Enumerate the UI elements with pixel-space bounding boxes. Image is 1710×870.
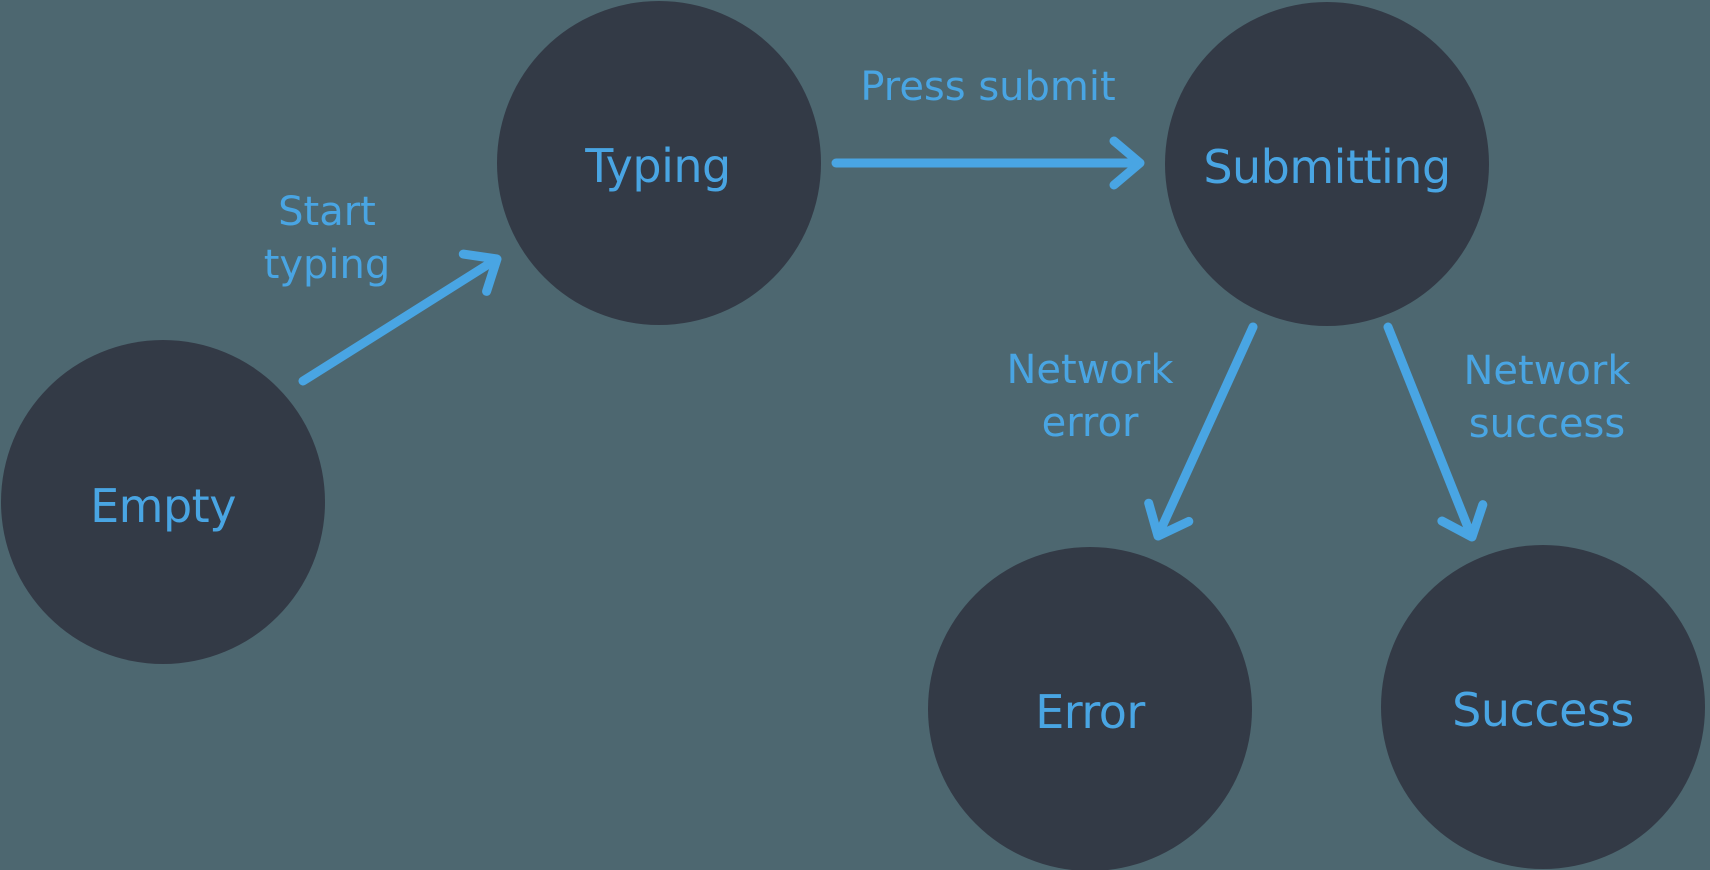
start-typing-arrow-line: [298, 257, 497, 386]
state-empty-circle: [1, 340, 325, 664]
network-success-arrowhead-icon: [1437, 500, 1488, 542]
state-typing: Typing: [497, 1, 821, 325]
network-success-arrow-line: [1383, 322, 1474, 535]
state-submitting-label: Submitting: [1203, 140, 1450, 194]
transition-network-success: Network success: [1383, 322, 1631, 542]
state-empty-label: Empty: [90, 479, 236, 533]
state-submitting-circle: [1165, 2, 1489, 326]
network-error-label-line2: error: [1042, 400, 1139, 446]
state-typing-label: Typing: [584, 139, 731, 193]
state-error-label: Error: [1035, 685, 1145, 739]
state-success: Success: [1381, 545, 1705, 869]
state-typing-circle: [497, 1, 821, 325]
transition-start-typing: Start typing: [264, 189, 502, 386]
network-error-label-line1: Network: [1006, 347, 1174, 393]
network-error-arrow-line: [1156, 322, 1258, 534]
network-success-label-line1: Network: [1463, 348, 1631, 394]
network-success-label-line2: success: [1469, 401, 1625, 447]
transition-network-error: Network error: [1006, 322, 1258, 541]
start-typing-label-line2: typing: [264, 242, 391, 288]
press-submit-arrowhead-icon: [1109, 136, 1145, 190]
state-error-circle: [928, 547, 1252, 870]
state-submitting: Submitting: [1165, 2, 1489, 326]
state-success-circle: [1381, 545, 1705, 869]
state-error: Error: [928, 547, 1252, 870]
network-error-arrowhead-icon: [1144, 498, 1194, 541]
state-empty: Empty: [1, 340, 325, 664]
start-typing-label-line1: Start: [278, 189, 376, 235]
state-success-label: Success: [1452, 683, 1634, 737]
start-typing-arrowhead-icon: [458, 249, 502, 296]
transition-press-submit: Press submit: [831, 64, 1145, 190]
press-submit-label: Press submit: [860, 64, 1115, 110]
